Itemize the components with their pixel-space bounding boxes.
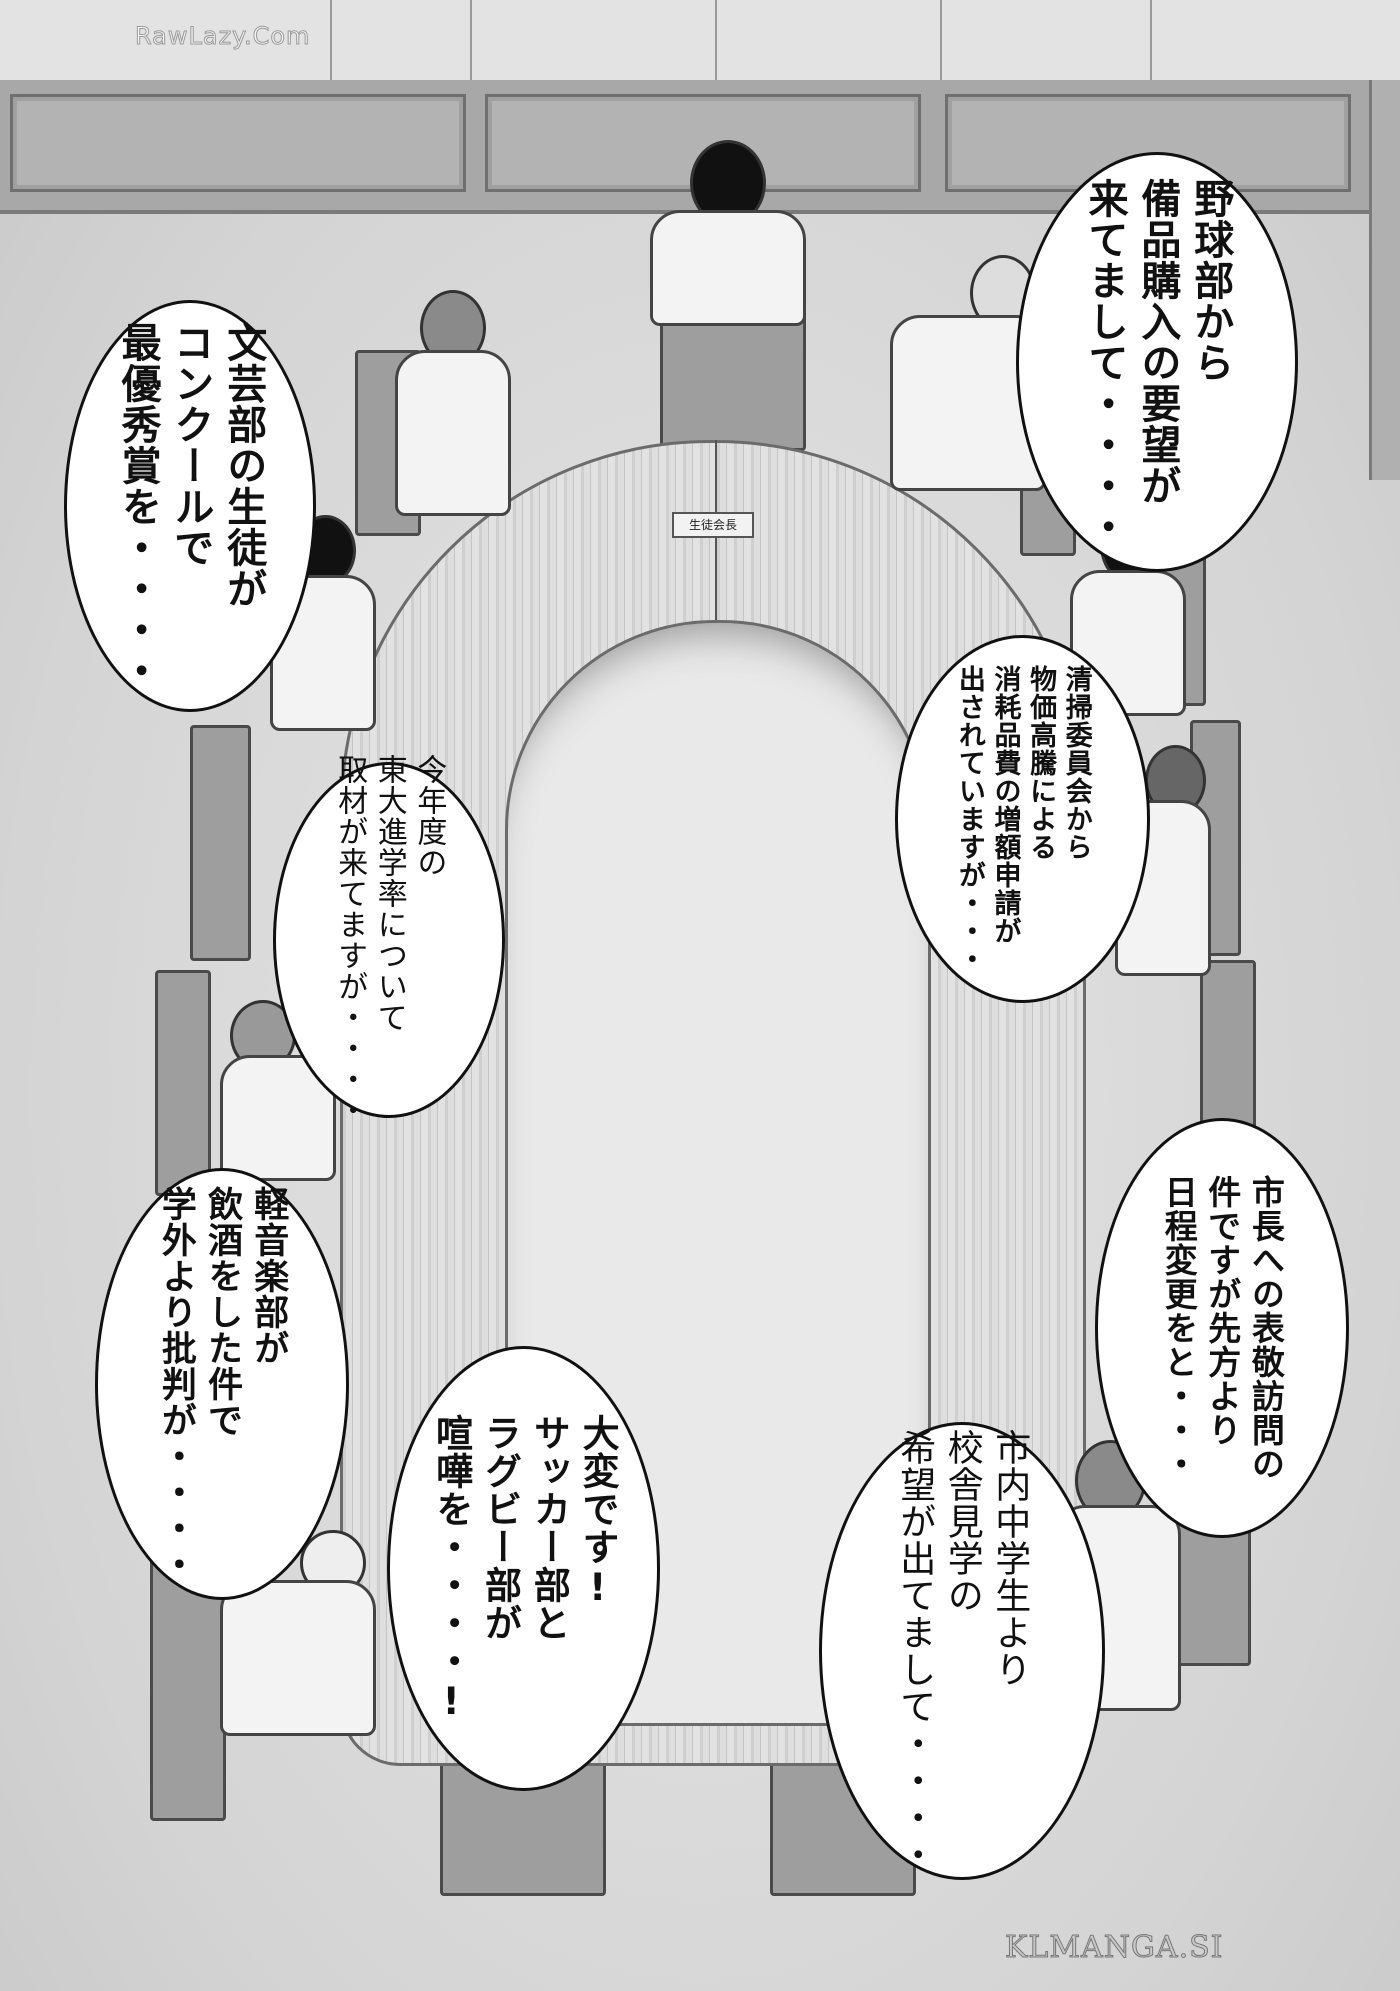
body: [220, 1580, 376, 1736]
speech-bubble-todai-interview: 今年度の 東大進学率について 取材が来てますが・・・・: [273, 754, 505, 1126]
president-nameplate: 生徒会長: [672, 512, 754, 538]
ceiling-beam: [1150, 0, 1152, 80]
speech-bubble-club-fight: 大変です! サッカー部と ラグビー部が 喧嘩を・・・・!: [387, 1346, 660, 1791]
speech-bubble-light-music-club: 軽音楽部が 飲酒をした件で 学外より批判が・・・・: [95, 1168, 349, 1600]
bubble-text: 野球部から 備品購入の要望が 来てまして・・・・: [1081, 177, 1234, 547]
speech-bubble-baseball: 野球部から 備品購入の要望が 来てまして・・・・: [1016, 152, 1298, 572]
side-wall: [1369, 80, 1400, 480]
body: [650, 210, 806, 326]
bubble-text: 今年度の 東大進学率について 取材が来てますが・・・・: [332, 754, 447, 1126]
chair: [155, 970, 211, 1196]
bubble-text: 大変です! サッカー部と ラグビー部が 喧嘩を・・・・!: [429, 1413, 620, 1724]
bubble-text: 軽音楽部が 飲酒をした件で 学外より批判が・・・・: [155, 1186, 289, 1582]
ceiling-beam: [715, 0, 717, 80]
chair: [190, 725, 251, 961]
ceiling-beam: [470, 0, 472, 80]
bubble-text: 文芸部の生徒が コンクールで 最優秀賞を・・・・: [114, 321, 267, 691]
wall-wainscoting: [0, 80, 1380, 214]
ceiling-beam: [330, 0, 332, 80]
bubble-text: 市長への表敬訪問の 件ですが先方より 日程変更をと・・・: [1159, 1175, 1286, 1481]
watermark-top: RawLazy.Com: [134, 22, 311, 51]
speech-bubble-school-tour: 市内中学生より 校舎見学の 希望が出てまして・・・・: [819, 1422, 1105, 1880]
body: [395, 350, 511, 516]
speech-bubble-literature: 文芸部の生徒が コンクールで 最優秀賞を・・・・: [64, 300, 316, 712]
ceiling-beam: [940, 0, 942, 80]
bubble-text: 市内中学生より 校舎見学の 希望が出てまして・・・・: [894, 1429, 1031, 1873]
speech-bubble-cleaning-committee: 清掃委員会から 物価高騰による 消耗品費の増額申請が 出されていますが・・・: [895, 635, 1150, 1003]
bubble-text: 清掃委員会から 物価高騰による 消耗品費の増額申請が 出されていますが・・・: [953, 665, 1092, 973]
wall-panel: [10, 94, 466, 192]
speech-bubble-mayor-visit: 市長への表敬訪問の 件ですが先方より 日程変更をと・・・: [1095, 1118, 1349, 1538]
watermark-bottom: KLMANGA.SI: [1005, 1930, 1224, 1966]
